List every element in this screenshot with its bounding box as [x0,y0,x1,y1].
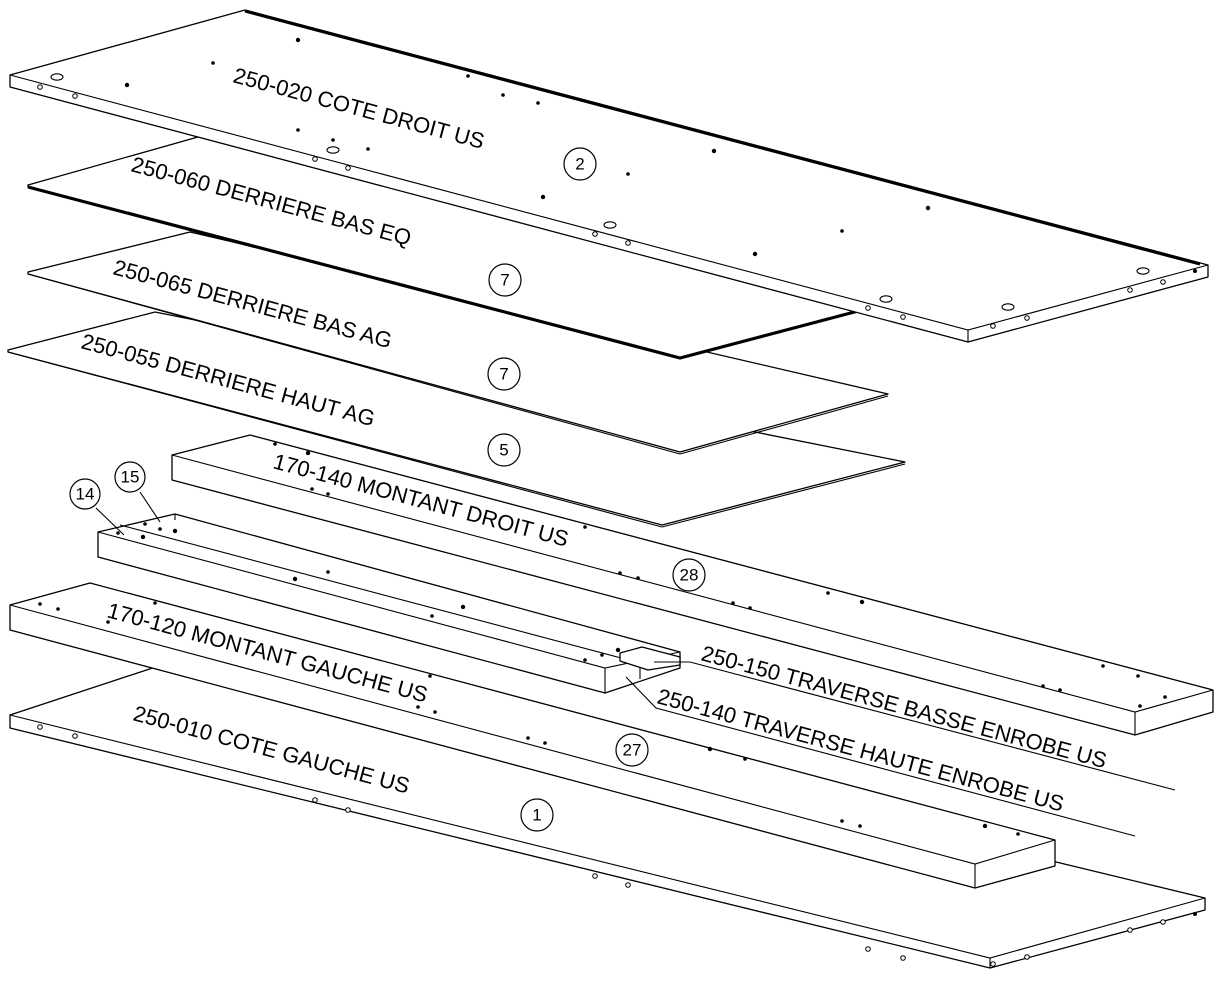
part-derriere-bas-ag [27,231,889,455]
svg-text:14: 14 [76,485,95,504]
part-traverse-basse [619,646,681,671]
part-traverse-haute [97,513,681,694]
balloon-traverse-basse: 14 [69,478,101,510]
svg-text:15: 15 [121,468,140,487]
leader-traverse-haute [625,676,1136,837]
leader-balloon-15 [139,491,161,523]
leader-balloon-14 [95,507,125,536]
balloon-derriere-bas-ag: 7 [487,357,521,391]
balloon-derriere-bas-eq: 7 [488,263,522,297]
svg-text:7: 7 [500,271,509,290]
balloon-montant-gauche: 27 [615,733,649,767]
balloon-cote-droit: 2 [563,147,597,181]
part-derriere-haut-ag [7,311,906,528]
part-derriere-bas-eq [27,134,863,360]
part-cote-droit [9,9,1209,343]
svg-text:7: 7 [499,365,508,384]
svg-text:28: 28 [680,566,699,585]
svg-text:1: 1 [532,806,541,825]
part-montant-gauche [9,582,1056,889]
svg-text:2: 2 [575,155,584,174]
svg-text:5: 5 [499,441,508,460]
balloon-cote-gauche: 1 [520,798,554,832]
svg-text:27: 27 [623,741,642,760]
balloon-derriere-haut-ag: 5 [487,433,521,467]
leader-traverse-basse [654,661,1176,791]
balloon-montant-droit: 28 [672,558,706,592]
balloon-traverse-haute: 15 [114,461,146,493]
